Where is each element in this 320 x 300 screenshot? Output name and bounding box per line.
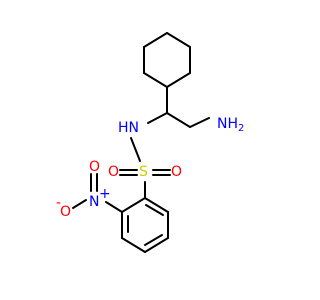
amine-label: NH2: [217, 116, 244, 134]
bond: [144, 197, 169, 213]
sulfur-label: S: [139, 164, 148, 180]
molecule-canvas: NH2 HN S O O N + O O -: [56, 32, 244, 253]
nitro-n-label: N: [89, 194, 99, 210]
bond: [147, 112, 168, 124]
nitro-bonds: [72, 173, 123, 213]
structure-diagram: NH2 HN S O O N + O O -: [56, 32, 244, 253]
benzene-ring: [121, 197, 169, 253]
bond: [145, 204, 164, 216]
amide-nh-label: HN: [118, 120, 139, 136]
nitro-nitrogen-label: N +: [89, 186, 111, 210]
bond: [189, 117, 210, 128]
bond: [105, 201, 123, 213]
bond: [130, 137, 141, 162]
bond: [144, 234, 163, 246]
cyclohexyl-ring: [143, 32, 191, 88]
nitro-oxygen-lower-label: O: [60, 204, 71, 220]
bond: [144, 237, 169, 253]
bond: [166, 72, 191, 88]
nitro-oxygen-upper-label: O: [89, 159, 100, 175]
bond: [166, 32, 191, 48]
sulfonyl-bonds: [119, 169, 171, 199]
bond: [121, 237, 146, 253]
bond: [166, 112, 191, 128]
nitro-oxygen-lower-charge: -: [56, 195, 61, 211]
bond: [143, 72, 168, 88]
bond: [72, 199, 87, 209]
bond: [121, 197, 146, 213]
bond: [143, 32, 168, 48]
amine-n-label: NH2: [217, 116, 244, 134]
sulfonyl-oxygen-right-label: O: [171, 164, 182, 180]
nitro-oxygen-lower-group: O -: [56, 195, 71, 220]
nitro-n-charge: +: [99, 186, 111, 202]
side-chain: [130, 86, 210, 162]
sulfonyl-oxygen-left-label: O: [108, 164, 119, 180]
